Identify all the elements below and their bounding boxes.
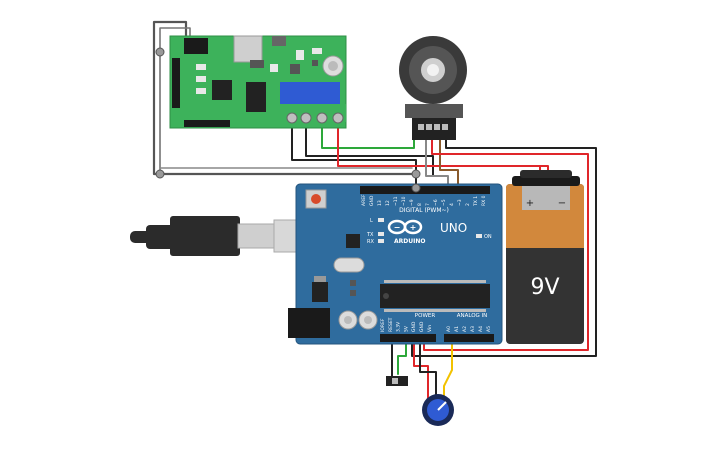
analog-pin-label-1: A1 xyxy=(454,326,460,332)
wire-junctions xyxy=(155,47,421,193)
power-pin-label-4: GND xyxy=(411,321,417,332)
digital-pin-label-11: 4 xyxy=(449,203,455,206)
motor-driver-board[interactable] xyxy=(169,35,347,129)
power-pin-label-0: IOREF xyxy=(380,318,386,332)
digital-pin-label-10: ~5 xyxy=(441,199,447,206)
wire-green-switch[interactable] xyxy=(397,339,407,375)
analog-pin-label-4: A4 xyxy=(478,326,484,332)
on-led-label: ON xyxy=(484,234,492,240)
svg-text:−: − xyxy=(394,223,401,232)
analog-header-label: ANALOG IN xyxy=(457,313,488,319)
l-led-label: L xyxy=(370,218,373,224)
wire-black-pot[interactable] xyxy=(419,339,437,399)
power-pin-label-3: 5V xyxy=(403,325,409,332)
stepper-motor[interactable] xyxy=(399,36,467,140)
tx-led-label: TX xyxy=(366,232,374,238)
driver-usb-port xyxy=(233,35,263,63)
wire-black-battery[interactable] xyxy=(411,139,597,357)
power-header-label: POWER xyxy=(415,313,436,319)
digital-pin-label-5: ~10 xyxy=(401,196,407,206)
wire-gray-signal[interactable] xyxy=(425,139,449,189)
atmega-chip xyxy=(380,284,490,308)
digital-pin-label-3: 12 xyxy=(385,200,391,206)
digital-pin-label-1: GND xyxy=(369,195,375,206)
digital-header xyxy=(360,186,490,194)
arduino-brand: ARDUINO xyxy=(394,238,425,245)
driver-chip-main xyxy=(212,80,232,100)
power-pin-label-5: GND xyxy=(419,321,425,332)
wire-gray-loop[interactable] xyxy=(152,20,420,176)
wire-red-battery[interactable] xyxy=(423,139,589,351)
battery-9v[interactable]: + − 9V xyxy=(506,170,584,344)
driver-chip-2 xyxy=(246,82,266,112)
analog-pin-label-5: A5 xyxy=(486,326,492,332)
wire-yellow-pot[interactable] xyxy=(443,339,453,399)
driver-header-pins xyxy=(172,38,230,127)
power-pin-label-1: RESET xyxy=(388,317,394,332)
analog-pin-label-3: A3 xyxy=(470,326,476,332)
digital-pin-label-0: AREF xyxy=(361,194,367,206)
svg-text:+: + xyxy=(410,223,417,232)
power-jack[interactable] xyxy=(288,308,330,338)
potentiometer[interactable] xyxy=(422,394,454,426)
digital-pin-label-9: ~6 xyxy=(433,199,439,206)
analog-pin-label-0: A0 xyxy=(446,326,452,332)
power-pin-label-2: 3.3V xyxy=(396,321,402,332)
rx-led-label: RX xyxy=(367,239,374,245)
digital-pin-label-13: 2 xyxy=(465,203,471,206)
power-pin-label-6: Vin xyxy=(427,325,433,332)
digital-pin-label-12: ~3 xyxy=(457,199,463,206)
digital-pin-label-2: 13 xyxy=(377,200,383,206)
digital-pin-label-6: ~9 xyxy=(409,199,415,206)
arduino-model: UNO xyxy=(440,221,467,235)
battery-plus: + xyxy=(526,198,534,209)
digital-header-label: DIGITAL (PWM~) xyxy=(399,207,449,214)
driver-terminal-block xyxy=(280,82,340,106)
digital-pin-label-14: TX 1 xyxy=(473,196,479,207)
wire-gray-inner[interactable] xyxy=(159,53,413,169)
wire-black-driver[interactable] xyxy=(291,121,417,187)
battery-voltage-label: 9V xyxy=(530,275,559,300)
digital-pin-label-8: 7 xyxy=(425,203,431,206)
analog-header xyxy=(444,334,494,342)
power-header xyxy=(380,334,436,342)
digital-pin-label-4: ~11 xyxy=(393,196,399,206)
digital-pin-label-7: 8 xyxy=(417,203,423,206)
slide-switch[interactable] xyxy=(386,376,408,386)
digital-pin-label-15: RX 0 xyxy=(481,195,487,206)
arduino-logo: − + xyxy=(387,219,423,235)
crystal-oscillator xyxy=(333,257,365,273)
analog-pin-label-2: A2 xyxy=(462,326,468,332)
battery-minus: − xyxy=(558,198,566,209)
